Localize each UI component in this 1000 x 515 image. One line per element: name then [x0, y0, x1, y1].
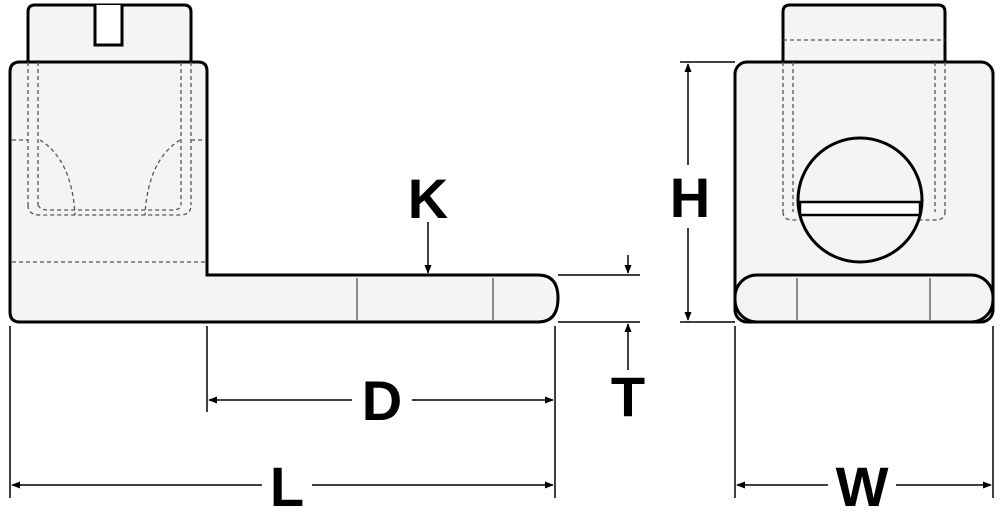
side-screw-slot	[93, 5, 124, 47]
side-hidden-lines	[12, 62, 206, 263]
label-h: H	[670, 166, 710, 229]
dimension-labels: K H D T L W	[270, 166, 889, 515]
front-screw-circle	[796, 136, 924, 264]
dimensions	[9, 61, 994, 498]
front-view	[733, 3, 995, 324]
label-t: T	[611, 365, 645, 428]
front-screw-slot	[798, 200, 922, 217]
label-k: K	[408, 167, 448, 230]
side-body	[8, 60, 560, 324]
side-view	[8, 3, 560, 324]
front-tongue	[733, 273, 995, 324]
label-w: W	[836, 455, 889, 515]
label-l: L	[270, 455, 304, 515]
label-d: D	[362, 369, 402, 432]
front-screw-head	[781, 3, 947, 62]
